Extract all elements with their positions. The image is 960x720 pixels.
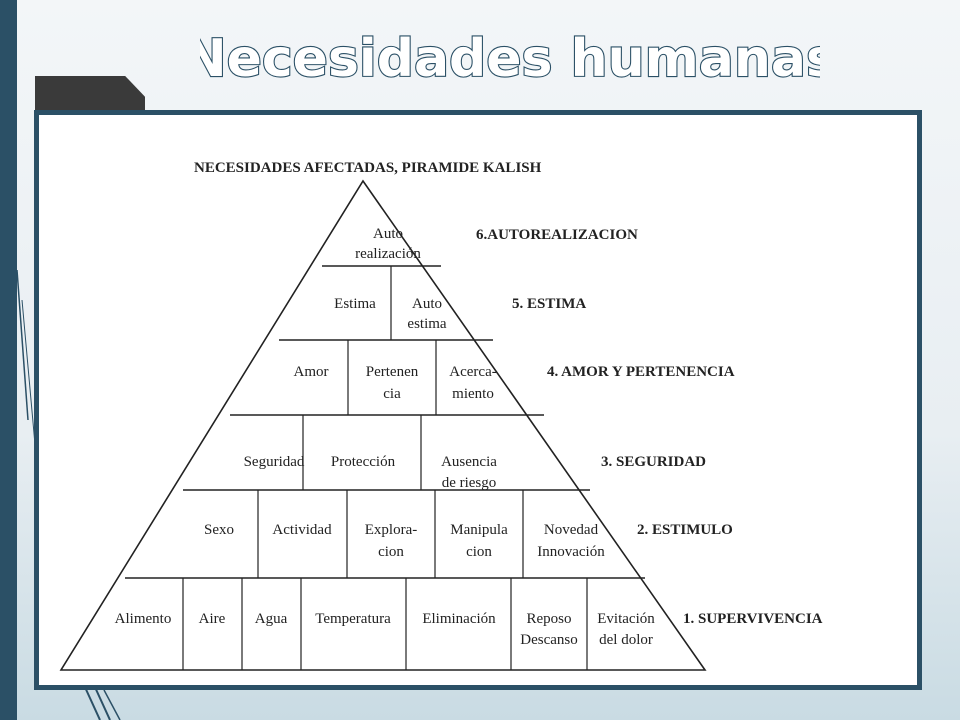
cell-label: Temperatura (315, 611, 391, 627)
left-accent-bar (0, 0, 17, 720)
cell-label: estima (407, 316, 446, 332)
cell-label: Auto (373, 226, 403, 242)
level-name: 6.AUTOREALIZACION (476, 227, 638, 243)
kalish-pyramid: NECESIDADES AFECTADAS, PIRAMIDE KALISH A… (59, 160, 823, 671)
cell-label: Manipula (450, 522, 508, 538)
cell-label: Reposo (527, 611, 572, 627)
cell-label: de riesgo (442, 475, 497, 491)
cell-label: Novedad (544, 522, 599, 538)
level-name: 5. ESTIMA (512, 296, 586, 312)
level-name: 2. ESTIMULO (637, 522, 733, 538)
cell-label: Seguridad (244, 454, 305, 470)
level-name: 1. SUPERVIVENCIA (683, 611, 823, 627)
cell-label: Amor (294, 364, 329, 380)
diagram-heading: NECESIDADES AFECTADAS, PIRAMIDE KALISH (194, 160, 542, 176)
slide-title: Necesidades humanas (200, 29, 820, 89)
cell-label: Pertenen (366, 364, 419, 380)
cell-label: Eliminación (422, 611, 496, 627)
level-name: 3. SEGURIDAD (601, 454, 706, 470)
cell-label: cia (383, 386, 401, 402)
cell-label: Actividad (272, 522, 332, 538)
cell-label: Acerca- (449, 364, 496, 380)
pyramid-outline (59, 179, 707, 671)
slide-title-wrap: Necesidades humanas (200, 28, 820, 90)
cell-label: Aire (199, 611, 226, 627)
cell-label: Protección (331, 454, 396, 470)
cell-label: Estima (334, 296, 376, 312)
cell-label: miento (452, 386, 494, 402)
level-name: 4. AMOR Y PERTENENCIA (547, 364, 735, 380)
cell-label: Descanso (520, 632, 577, 648)
cell-label: Explora- (365, 522, 417, 538)
cell-label: Alimento (115, 611, 172, 627)
cell-label: Evitación (597, 611, 655, 627)
cell-label: Innovación (537, 544, 605, 560)
cell-label: del dolor (599, 632, 653, 648)
cell-label: Agua (255, 611, 288, 627)
cell-label: Auto (412, 296, 442, 312)
cell-label: Sexo (204, 522, 234, 538)
cell-label: cion (378, 544, 404, 560)
cell-label: Ausencia (441, 454, 497, 470)
cell-label: cion (466, 544, 492, 560)
diagram-frame: NECESIDADES AFECTADAS, PIRAMIDE KALISH A… (34, 110, 922, 690)
cell-label: realización (355, 246, 421, 262)
